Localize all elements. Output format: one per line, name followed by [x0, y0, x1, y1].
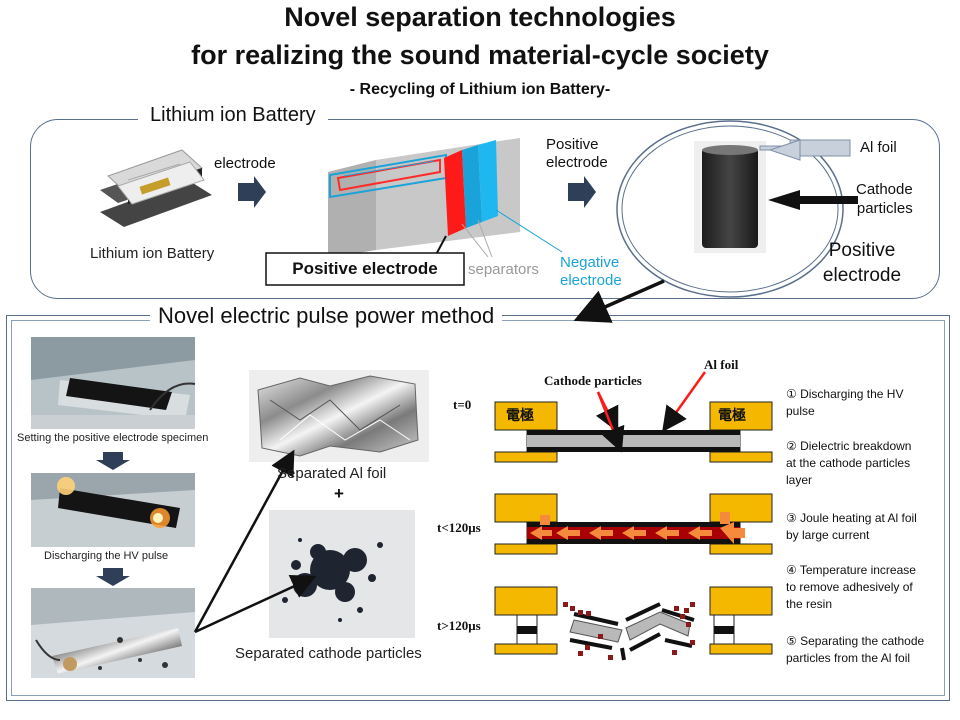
arrow-to-electrode	[238, 176, 266, 208]
al-foil-image	[257, 375, 419, 457]
plus-sign: +	[334, 484, 344, 503]
photo-setting-specimen	[31, 337, 196, 429]
step-5: ⑤ Separating the cathode particles from …	[786, 634, 925, 665]
positive-electrode-box	[265, 252, 465, 286]
step-3: ③ Joule heating at Al foil by large curr…	[786, 511, 917, 542]
cathode-particles-label: Cathode particles	[856, 181, 913, 217]
positive-electrode-circle	[616, 120, 844, 298]
electrode-arrow-label: electrode	[214, 155, 276, 172]
discharging-caption: Discharging the HV pulse	[44, 550, 169, 562]
step-4: ④ Temperature increase to remove adhesiv…	[786, 563, 916, 611]
subtitle: - Recycling of Lithium ion Battery-	[349, 81, 611, 98]
photo-separated	[31, 588, 195, 678]
step-2: ② Dielectric breakdown at the cathode pa…	[786, 439, 912, 487]
step-1: ① Discharging the HV pulse	[786, 387, 904, 418]
battery-packs-image	[100, 149, 212, 227]
negative-electrode-label: Negative electrode	[560, 254, 622, 289]
title-line-2: for realizing the sound material-cycle s…	[191, 40, 769, 70]
diagram-al-foil-label: Al foil	[704, 357, 739, 372]
setting-specimen-caption: Setting the positive electrode specimen	[17, 432, 209, 444]
title-line-1: Novel separation technologies	[284, 2, 676, 32]
positive-electrode-label: Positive electrode	[292, 259, 438, 278]
battery-section-label: Lithium ion Battery	[138, 104, 328, 127]
diagram-cathode-label: Cathode particles	[544, 373, 642, 388]
battery-caption: Lithium ion Battery	[90, 245, 215, 262]
pulse-section-label: Novel electric pulse power method	[150, 303, 503, 329]
positive-arrow-label: Positive electrode	[546, 136, 608, 171]
time-label-t1: t<120μs	[437, 520, 481, 535]
battery-section-frame	[30, 119, 940, 299]
time-label-t0: t=0	[453, 397, 472, 412]
separated-cathode-caption: Separated cathode particles	[235, 645, 422, 662]
mechanism-diagram	[494, 371, 773, 661]
circle-positive-label: Positive electrode	[822, 240, 902, 286]
separators-label: separators	[468, 261, 539, 278]
arrow-to-positive	[568, 176, 596, 208]
time-label-t2: t>120μs	[437, 618, 481, 633]
roll-image	[702, 148, 758, 248]
electrode-stack-image	[328, 138, 563, 263]
arrow-to-method	[573, 279, 665, 323]
al-foil-label: Al foil	[860, 139, 897, 156]
electrode-jp-label-1: 電極	[506, 407, 534, 423]
electrode-jp-label-2: 電極	[718, 407, 746, 423]
separated-al-caption: Separated Al foil	[277, 465, 387, 482]
photo-discharging	[31, 473, 195, 547]
